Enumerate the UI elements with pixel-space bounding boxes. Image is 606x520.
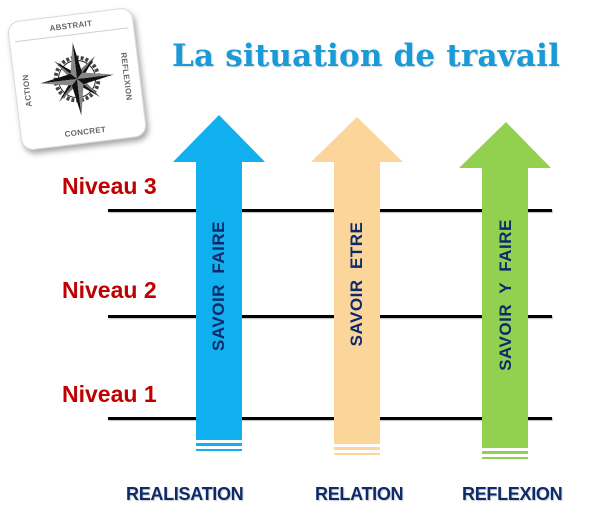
level-1-line xyxy=(108,417,552,420)
relation-label: RELATION xyxy=(315,484,404,504)
realisation-label: REALISATION xyxy=(126,484,244,504)
compass-rose-icon xyxy=(40,42,114,116)
savoir-faire-arrow xyxy=(173,115,265,451)
level-3-label: Niveau 3 xyxy=(62,173,157,199)
savoir-y-faire-arrow xyxy=(459,122,551,459)
level-3-line xyxy=(108,209,552,212)
compass-card: ABSTRAIT CONCRET ACTION REFLEXION xyxy=(6,6,148,152)
level-2-label: Niveau 2 xyxy=(62,277,157,303)
level-1-label: Niveau 1 xyxy=(62,381,157,407)
savoir-etre-arrow xyxy=(311,117,403,455)
savoir-etre-text: SAVOIR ETRE xyxy=(347,221,366,347)
level-2-line xyxy=(108,315,552,318)
page-title: La situation de travail xyxy=(172,38,561,74)
reflexion-label: REFLEXION xyxy=(462,484,563,504)
savoir-faire-text: SAVOIR FAIRE xyxy=(209,221,228,351)
savoir-y-faire-text: SAVOIR Y FAIRE xyxy=(496,219,515,371)
